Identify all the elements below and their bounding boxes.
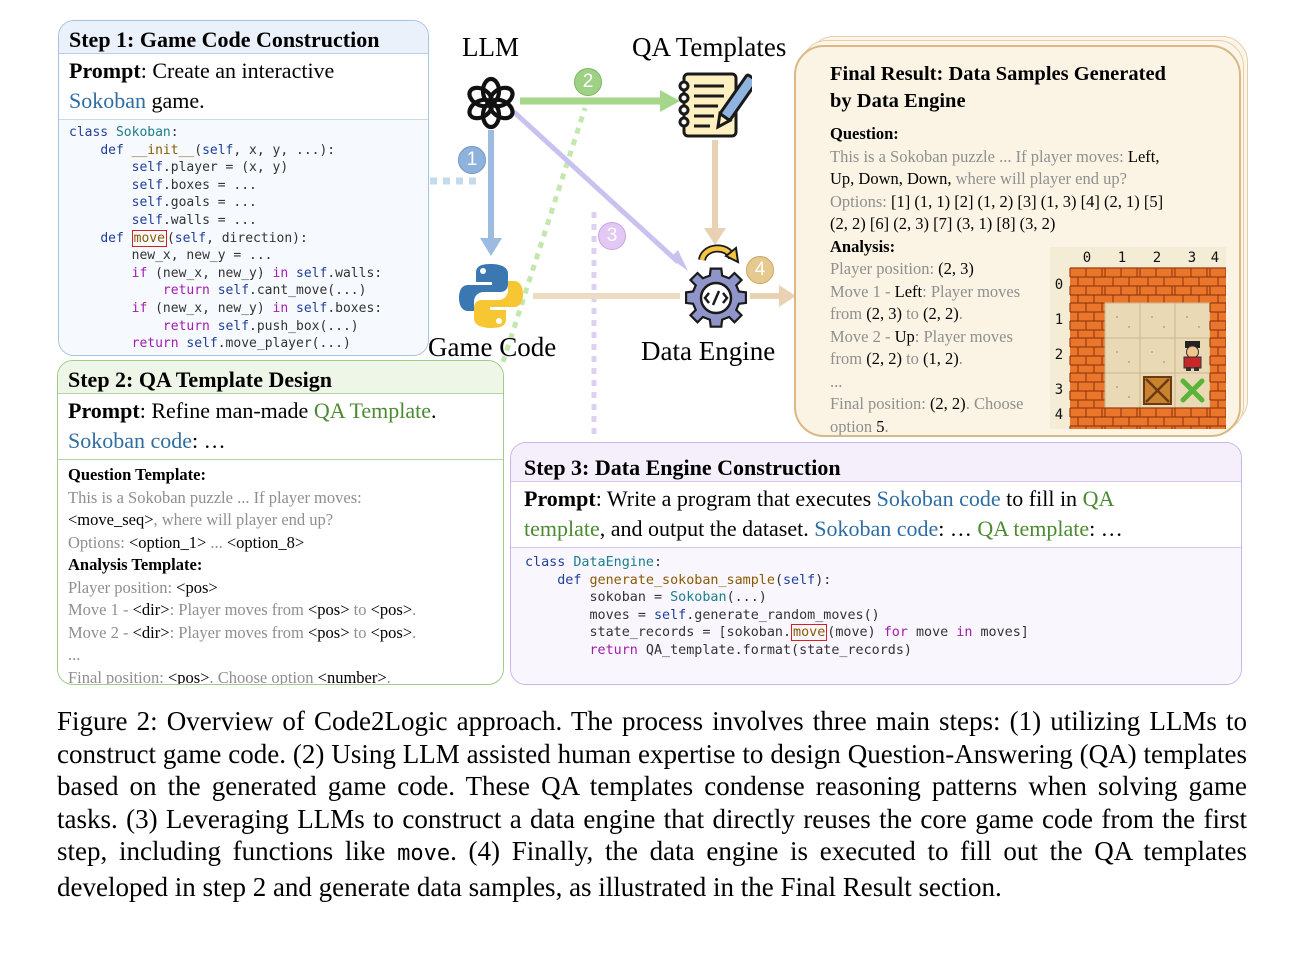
grid-row-label: 4 [1055, 407, 1063, 423]
grid-row-label: 1 [1055, 312, 1063, 328]
step3-title: Step 3: Data Engine Construction [524, 455, 841, 480]
step2-prompt-label: Prompt [68, 398, 140, 423]
player-sprite [1183, 341, 1202, 371]
step2-template-body: Question Template: This is a Sokoban puz… [68, 465, 417, 685]
figure-caption: Figure 2: Overview of Code2Logic approac… [57, 706, 1248, 902]
analysis-template-heading: Analysis Template: [68, 555, 203, 574]
step1-prompt-end: game. [146, 88, 205, 113]
step1-prompt-link: Sokoban [69, 88, 146, 113]
wall-tile [1209, 407, 1226, 429]
python-logo-icon [459, 264, 523, 328]
grid-col-label: 0 [1083, 250, 1091, 266]
grid-row-label: 2 [1055, 347, 1063, 363]
floor-tile [1104, 372, 1141, 409]
step-circle-4: 4 [746, 256, 774, 284]
code-line: sokoban = Sokoban(...) [589, 590, 767, 606]
openai-logo-icon [467, 76, 515, 130]
final-title: Final Result: Data Samples Generated by … [830, 63, 1166, 112]
step2-prompt: Prompt: Refine man-made QA Template. Sok… [58, 394, 503, 460]
step1-prompt-label: Prompt [69, 58, 141, 83]
notepad-pen-icon [678, 72, 752, 138]
code-line: if (new_x, new_y) in self.walls: [131, 265, 383, 281]
qa-templates-label: QA Templates [632, 32, 787, 62]
code-line: state_records = [sokoban.move(move) for … [589, 624, 1029, 642]
step-circle-1: 1 [458, 146, 486, 174]
code-line: return self.push_box(...) [162, 318, 359, 334]
floor-tile [1139, 302, 1176, 339]
gear-code-icon [684, 244, 748, 328]
final-question: Question: This is a Sokoban puzzle ... I… [830, 124, 1164, 256]
step3-header: Step 3: Data Engine Construction [511, 443, 1241, 482]
floor-tile [1139, 337, 1176, 374]
floor-tile [1104, 337, 1141, 374]
wall-tile [1104, 267, 1140, 303]
code-line: if (new_x, new_y) in self.boxes: [131, 300, 383, 316]
code-line: new_x, new_y = ... [131, 248, 273, 264]
code-line: return QA_template.format(state_records) [589, 642, 912, 658]
step1-header: Step 1: Game Code Construction [59, 21, 428, 54]
final-result-panel: Final Result: Data Samples Generated by … [794, 45, 1241, 437]
game-code-label: Game Code [428, 332, 557, 362]
box-tile [1143, 376, 1172, 405]
step1-panel: Step 1: Game Code Construction Prompt: C… [58, 20, 429, 356]
step2-panel: Step 2: QA Template Design Prompt: Refin… [57, 360, 504, 685]
step3-prompt: Prompt: Write a program that executes So… [511, 482, 1241, 548]
step3-code-block: class DataEngine: def generate_sokoban_s… [511, 548, 1241, 684]
code-line: self.goals = ... [131, 195, 257, 211]
code-line: def __init__(self, x, y, ...): [100, 142, 336, 158]
code-line: return self.cant_move(...) [162, 283, 367, 299]
grid-col-label: 3 [1188, 250, 1196, 266]
wall-tile [1139, 407, 1175, 429]
grid-row-label: 0 [1055, 277, 1063, 293]
wall-tile [1069, 407, 1105, 429]
code-line: def generate_sokoban_sample(self): [557, 572, 832, 588]
grid-col-label: 1 [1118, 250, 1126, 266]
wall-tile [1104, 407, 1140, 429]
floor-tile [1104, 302, 1141, 339]
grid-col-label: 2 [1153, 250, 1161, 266]
sokoban-board: 0 1 2 3 4 0 1 2 3 4 [1050, 247, 1226, 429]
connector-layer [430, 90, 796, 440]
code-line: self.boxes = ... [131, 177, 257, 193]
wall-tile [1069, 302, 1105, 338]
step1-prompt: Prompt: Create an interactive Sokoban ga… [59, 54, 428, 119]
step-circle-2: 2 [574, 68, 602, 96]
wall-tile [1174, 407, 1210, 429]
code-line: return self.move_player(...) [131, 336, 351, 352]
code-line: self.walls = ... [131, 212, 257, 228]
goal-tile [1180, 378, 1205, 403]
wall-tile [1209, 267, 1226, 303]
wall-tile [1069, 337, 1105, 373]
data-engine-label: Data Engine [641, 336, 776, 366]
grid-col-label: 4 [1211, 250, 1219, 266]
move-function-highlight: move [131, 229, 167, 247]
code-line: class DataEngine: [525, 555, 663, 570]
move-call-highlight: move [791, 624, 828, 642]
wall-tile [1174, 267, 1210, 303]
wall-tile [1209, 337, 1226, 373]
llm-label: LLM [462, 32, 519, 62]
wall-tile [1069, 372, 1105, 408]
dotted-link-step2 [500, 107, 588, 363]
step2-header: Step 2: QA Template Design [58, 361, 503, 394]
step2-title: Step 2: QA Template Design [68, 367, 333, 392]
step1-title: Step 1: Game Code Construction [69, 27, 380, 52]
code-line: self.player = (x, y) [131, 160, 289, 176]
wall-tile [1069, 267, 1105, 303]
code-line: class Sokoban: [69, 125, 179, 140]
grid-row-label: 3 [1055, 382, 1063, 398]
wall-tile [1139, 267, 1175, 303]
step3-panel: Step 3: Data Engine Construction Prompt:… [510, 442, 1242, 685]
wall-tile [1209, 372, 1226, 408]
final-analysis: Player position: (2, 3) Move 1 - Left: P… [830, 259, 1024, 436]
step-circle-3: 3 [598, 222, 626, 250]
floor-tile [1174, 302, 1211, 339]
arrow-3 [512, 110, 680, 264]
code-line: def move(self, direction): [100, 229, 308, 247]
step1-code-block: class Sokoban: def __init__(self, x, y, … [59, 119, 428, 355]
wall-tile [1209, 302, 1226, 338]
code-line: moves = self.generate_random_moves() [589, 607, 880, 623]
step1-prompt-text: : Create an interactive [140, 58, 335, 83]
question-template-heading: Question Template: [68, 465, 206, 484]
